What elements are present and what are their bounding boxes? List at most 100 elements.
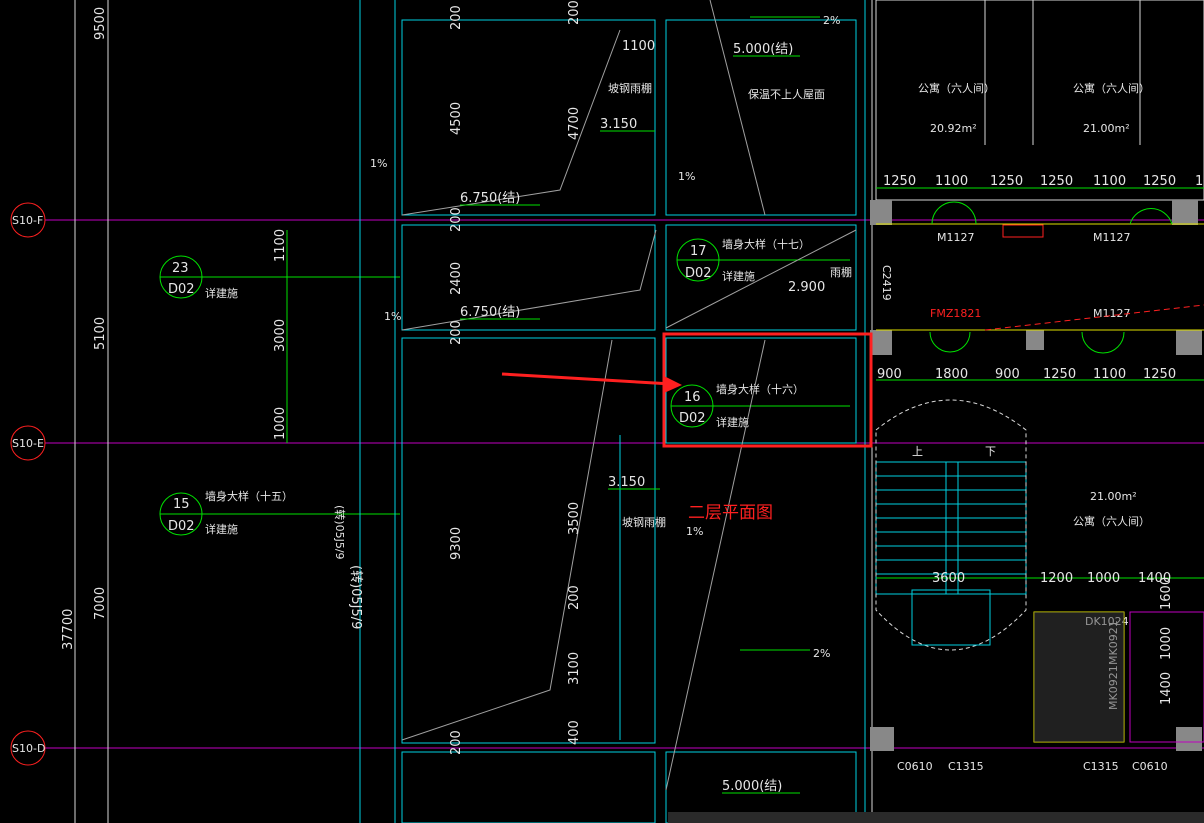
svg-text:C2419: C2419 xyxy=(880,265,893,301)
svg-text:15: 15 xyxy=(173,497,190,512)
svg-text:S10-E: S10-E xyxy=(12,437,44,450)
svg-text:D02: D02 xyxy=(168,282,195,297)
floor-title: 二层平面图 xyxy=(688,503,773,523)
svg-text:下: 下 xyxy=(985,445,996,458)
svg-text:3000: 3000 xyxy=(273,319,288,352)
svg-text:1100: 1100 xyxy=(1093,174,1126,189)
svg-text:1250: 1250 xyxy=(990,174,1023,189)
window-tags: C0610 C1315 C1315 C0610 C2419 xyxy=(880,265,1168,773)
red-arrow xyxy=(501,372,682,393)
svg-text:37700: 37700 xyxy=(61,609,76,650)
svg-text:3.150: 3.150 xyxy=(600,117,637,132)
svg-text:200: 200 xyxy=(449,5,464,30)
svg-text:900: 900 xyxy=(995,367,1020,382)
svg-text:D02: D02 xyxy=(168,519,195,534)
svg-text:1400: 1400 xyxy=(1159,672,1174,705)
top-dim-row: 1250 1100 1250 1250 1100 1250 1 xyxy=(883,174,1203,189)
svg-text:5100: 5100 xyxy=(93,317,108,350)
svg-text:1100: 1100 xyxy=(1093,367,1126,382)
axis-bubble-e: S10-E xyxy=(10,425,46,461)
callout-17: 17 D02 墙身大样（十七） 详建施 xyxy=(676,237,850,283)
svg-text:1000: 1000 xyxy=(1159,627,1174,660)
svg-text:M1127: M1127 xyxy=(937,231,975,244)
svg-text:详建施: 详建施 xyxy=(722,269,755,283)
svg-text:坡钢雨棚: 坡钢雨棚 xyxy=(608,81,652,95)
mid-dim-row: 900 1800 900 1250 1100 1250 xyxy=(877,367,1176,382)
svg-text:保温不上人屋面: 保温不上人屋面 xyxy=(748,87,825,101)
svg-text:详建施: 详建施 xyxy=(205,522,238,536)
svg-text:墙身大样（十七）: 墙身大样（十七） xyxy=(722,237,810,251)
callout-16: 16 D02 墙身大样（十六） 详建施 xyxy=(670,382,850,429)
svg-text:1250: 1250 xyxy=(1040,174,1073,189)
svg-text:墙身大样（十六）: 墙身大样（十六） xyxy=(716,382,804,396)
svg-text:详建施: 详建施 xyxy=(716,415,749,429)
svg-text:S10-D: S10-D xyxy=(12,742,45,755)
svg-text:雨棚: 雨棚 xyxy=(830,265,852,279)
svg-text:3100: 3100 xyxy=(567,652,582,685)
svg-text:1100: 1100 xyxy=(622,39,655,54)
svg-text:1200: 1200 xyxy=(1040,571,1073,586)
svg-text:2%: 2% xyxy=(823,14,840,27)
svg-text:上: 上 xyxy=(912,445,923,458)
svg-text:1250: 1250 xyxy=(1143,174,1176,189)
svg-text:D02: D02 xyxy=(679,411,706,426)
hatched-area xyxy=(1033,611,1204,743)
svg-text:D02: D02 xyxy=(685,266,712,281)
svg-text:23: 23 xyxy=(172,261,189,276)
callout-23: 23 D02 详建施 xyxy=(159,255,400,300)
svg-text:(转)05J5/9: (转)05J5/9 xyxy=(333,505,347,560)
svg-text:1%: 1% xyxy=(384,310,401,323)
svg-text:200: 200 xyxy=(567,585,582,610)
dim-1000-left: 1000 xyxy=(273,407,288,440)
svg-text:墙身大样（十五）: 墙身大样（十五） xyxy=(205,489,293,503)
svg-text:坡钢雨棚: 坡钢雨棚 xyxy=(622,515,666,529)
elevation-marks: 6.750(结) 6.750(结) 3.150 3.150 5.000(结) 5… xyxy=(460,39,825,794)
svg-text:公寓（六人间）: 公寓（六人间） xyxy=(1073,81,1150,95)
svg-text:2400: 2400 xyxy=(449,262,464,295)
dim-3000-left: 3000 xyxy=(273,319,288,352)
svg-text:详建施: 详建施 xyxy=(205,286,238,300)
svg-text:200: 200 xyxy=(567,0,582,25)
apartment-area xyxy=(870,0,1204,751)
svg-text:5.000(结): 5.000(结) xyxy=(722,779,782,794)
axis-bubble-f: S10-F xyxy=(10,202,46,238)
svg-text:2.900: 2.900 xyxy=(788,280,825,295)
svg-text:1250: 1250 xyxy=(1143,367,1176,382)
svg-text:6.750(结): 6.750(结) xyxy=(460,305,520,320)
svg-text:7000: 7000 xyxy=(93,587,108,620)
axis-bubble-d: S10-D xyxy=(10,730,46,766)
svg-text:1000: 1000 xyxy=(273,407,288,440)
central-bays xyxy=(359,0,873,823)
svg-text:M1127: M1127 xyxy=(1093,307,1131,320)
svg-text:200: 200 xyxy=(449,320,464,345)
svg-text:16: 16 xyxy=(684,390,701,405)
svg-text:200: 200 xyxy=(449,207,464,232)
svg-text:1800: 1800 xyxy=(935,367,968,382)
svg-text:4700: 4700 xyxy=(567,107,582,140)
svg-text:5.000(结): 5.000(结) xyxy=(733,42,793,57)
svg-text:1%: 1% xyxy=(370,157,387,170)
svg-text:公寓（六人间）: 公寓（六人间） xyxy=(1073,514,1150,528)
dim-9500: 9500 xyxy=(93,7,108,40)
dim-37700: 37700 xyxy=(61,609,76,650)
svg-text:9500: 9500 xyxy=(93,7,108,40)
svg-text:3.150: 3.150 xyxy=(608,475,645,490)
callout-15: 15 D02 墙身大样（十五） 详建施 xyxy=(159,489,400,536)
svg-text:400: 400 xyxy=(567,720,582,745)
svg-text:1100: 1100 xyxy=(273,229,288,262)
svg-text:900: 900 xyxy=(877,367,902,382)
svg-text:21.00m²: 21.00m² xyxy=(1090,490,1137,503)
svg-text:C0610: C0610 xyxy=(897,760,933,773)
svg-text:2%: 2% xyxy=(813,647,830,660)
svg-text:S10-F: S10-F xyxy=(12,214,43,227)
svg-text:1400: 1400 xyxy=(1138,571,1171,586)
dim-5100: 5100 xyxy=(93,317,108,350)
room-labels: 公寓（六人间） 20.92m² 公寓（六人间） 21.00m² 公寓（六人间） … xyxy=(918,81,1150,528)
svg-text:1%: 1% xyxy=(686,525,703,538)
svg-text:C1315: C1315 xyxy=(1083,760,1119,773)
svg-text:1000: 1000 xyxy=(1087,571,1120,586)
stair: 上 下 3600 1200 1000 1400 xyxy=(875,399,1171,651)
svg-text:4500: 4500 xyxy=(449,102,464,135)
